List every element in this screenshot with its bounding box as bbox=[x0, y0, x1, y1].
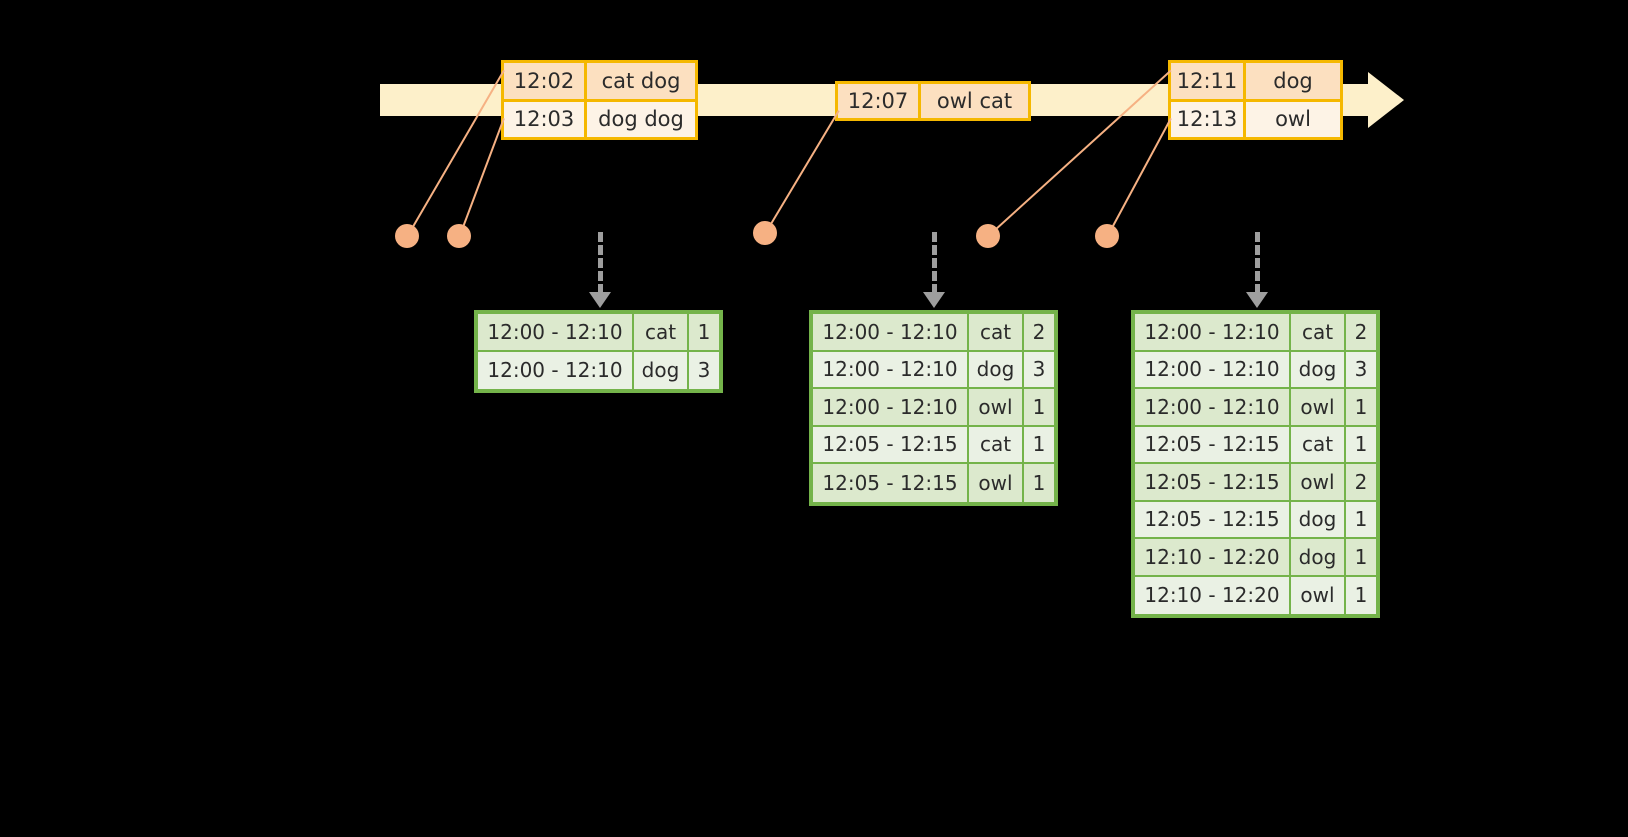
cell-window: 12:00 - 12:10 bbox=[1135, 351, 1291, 389]
cell-word: cat bbox=[969, 314, 1024, 352]
cell-window: 12:00 - 12:10 bbox=[1135, 314, 1291, 352]
cell-window: 12:05 - 12:15 bbox=[813, 426, 969, 464]
cell-word: owl bbox=[1291, 464, 1346, 502]
cell-count: 2 bbox=[1346, 464, 1376, 502]
cell-word: owl bbox=[969, 389, 1024, 427]
cell-word: cat bbox=[969, 426, 1024, 464]
event-time: 12:13 bbox=[1171, 101, 1246, 137]
cell-count: 1 bbox=[1346, 501, 1376, 539]
cell-count: 2 bbox=[1024, 314, 1054, 352]
event-time: 12:11 bbox=[1171, 63, 1246, 99]
cell-count: 1 bbox=[1024, 464, 1054, 502]
cell-word: dog bbox=[969, 351, 1024, 389]
connector-line-3 bbox=[765, 110, 840, 234]
cell-word: owl bbox=[1291, 576, 1346, 614]
cell-count: 1 bbox=[1346, 389, 1376, 427]
flow-arrow-1-head bbox=[589, 292, 611, 308]
flow-arrow-3-head bbox=[1246, 292, 1268, 308]
cell-window: 12:05 - 12:15 bbox=[813, 464, 969, 502]
cell-count: 3 bbox=[1024, 351, 1054, 389]
cell-window: 12:10 - 12:20 bbox=[1135, 539, 1291, 577]
event-row: 12:11 dog bbox=[1171, 63, 1340, 99]
cell-window: 12:05 - 12:15 bbox=[1135, 464, 1291, 502]
event-words: owl bbox=[1246, 101, 1340, 137]
cell-word: dog bbox=[1291, 539, 1346, 577]
event-time: 12:02 bbox=[504, 63, 587, 99]
cell-word: owl bbox=[1291, 389, 1346, 427]
cell-window: 12:00 - 12:10 bbox=[813, 351, 969, 389]
cell-count: 1 bbox=[1024, 426, 1054, 464]
cell-count: 1 bbox=[1346, 426, 1376, 464]
cell-word: dog bbox=[634, 351, 689, 389]
event-row: 12:03 dog dog bbox=[504, 98, 695, 137]
flow-arrow-2-head bbox=[923, 292, 945, 308]
cell-window: 12:00 - 12:10 bbox=[813, 314, 969, 352]
cell-word: cat bbox=[1291, 314, 1346, 352]
timeline-arrowhead bbox=[1368, 72, 1404, 128]
event-words: dog dog bbox=[587, 101, 695, 137]
cell-window: 12:00 - 12:10 bbox=[478, 351, 634, 389]
event-box-3[interactable]: 12:11 dog 12:13 owl bbox=[1168, 60, 1343, 140]
cell-window: 12:05 - 12:15 bbox=[1135, 501, 1291, 539]
connector-dot-2[interactable] bbox=[447, 224, 471, 248]
connector-dot-4[interactable] bbox=[976, 224, 1000, 248]
cell-window: 12:00 - 12:10 bbox=[813, 389, 969, 427]
cell-count: 1 bbox=[1346, 539, 1376, 577]
cell-count: 3 bbox=[1346, 351, 1376, 389]
cell-window: 12:00 - 12:10 bbox=[478, 314, 634, 352]
connector-dot-1[interactable] bbox=[395, 224, 419, 248]
flow-arrow-1-shaft bbox=[598, 232, 603, 294]
cell-window: 12:00 - 12:10 bbox=[1135, 389, 1291, 427]
event-time: 12:03 bbox=[504, 101, 587, 137]
connector-line-5 bbox=[1107, 117, 1172, 236]
flow-arrow-2-shaft bbox=[932, 232, 937, 294]
event-box-1[interactable]: 12:02 cat dog 12:03 dog dog bbox=[501, 60, 698, 140]
cell-window: 12:05 - 12:15 bbox=[1135, 426, 1291, 464]
flow-arrow-3-shaft bbox=[1255, 232, 1260, 294]
event-time: 12:07 bbox=[838, 84, 921, 118]
cell-count: 2 bbox=[1346, 314, 1376, 352]
cell-word: cat bbox=[634, 314, 689, 352]
cell-count: 1 bbox=[689, 314, 719, 352]
cell-word: dog bbox=[1291, 501, 1346, 539]
event-box-2[interactable]: 12:07 owl cat bbox=[835, 81, 1031, 121]
connector-dot-5[interactable] bbox=[1095, 224, 1119, 248]
cell-count: 1 bbox=[1346, 576, 1376, 614]
event-words: dog bbox=[1246, 63, 1340, 99]
event-words: cat dog bbox=[587, 63, 695, 99]
connector-dot-3[interactable] bbox=[753, 221, 777, 245]
cell-window: 12:10 - 12:20 bbox=[1135, 576, 1291, 614]
event-row: 12:07 owl cat bbox=[838, 84, 1028, 118]
event-row: 12:13 owl bbox=[1171, 98, 1340, 137]
cell-word: owl bbox=[969, 464, 1024, 502]
cell-count: 1 bbox=[1024, 389, 1054, 427]
cell-word: dog bbox=[1291, 351, 1346, 389]
event-row: 12:02 cat dog bbox=[504, 63, 695, 99]
event-words: owl cat bbox=[921, 84, 1028, 118]
cell-word: cat bbox=[1291, 426, 1346, 464]
cell-count: 3 bbox=[689, 351, 719, 389]
